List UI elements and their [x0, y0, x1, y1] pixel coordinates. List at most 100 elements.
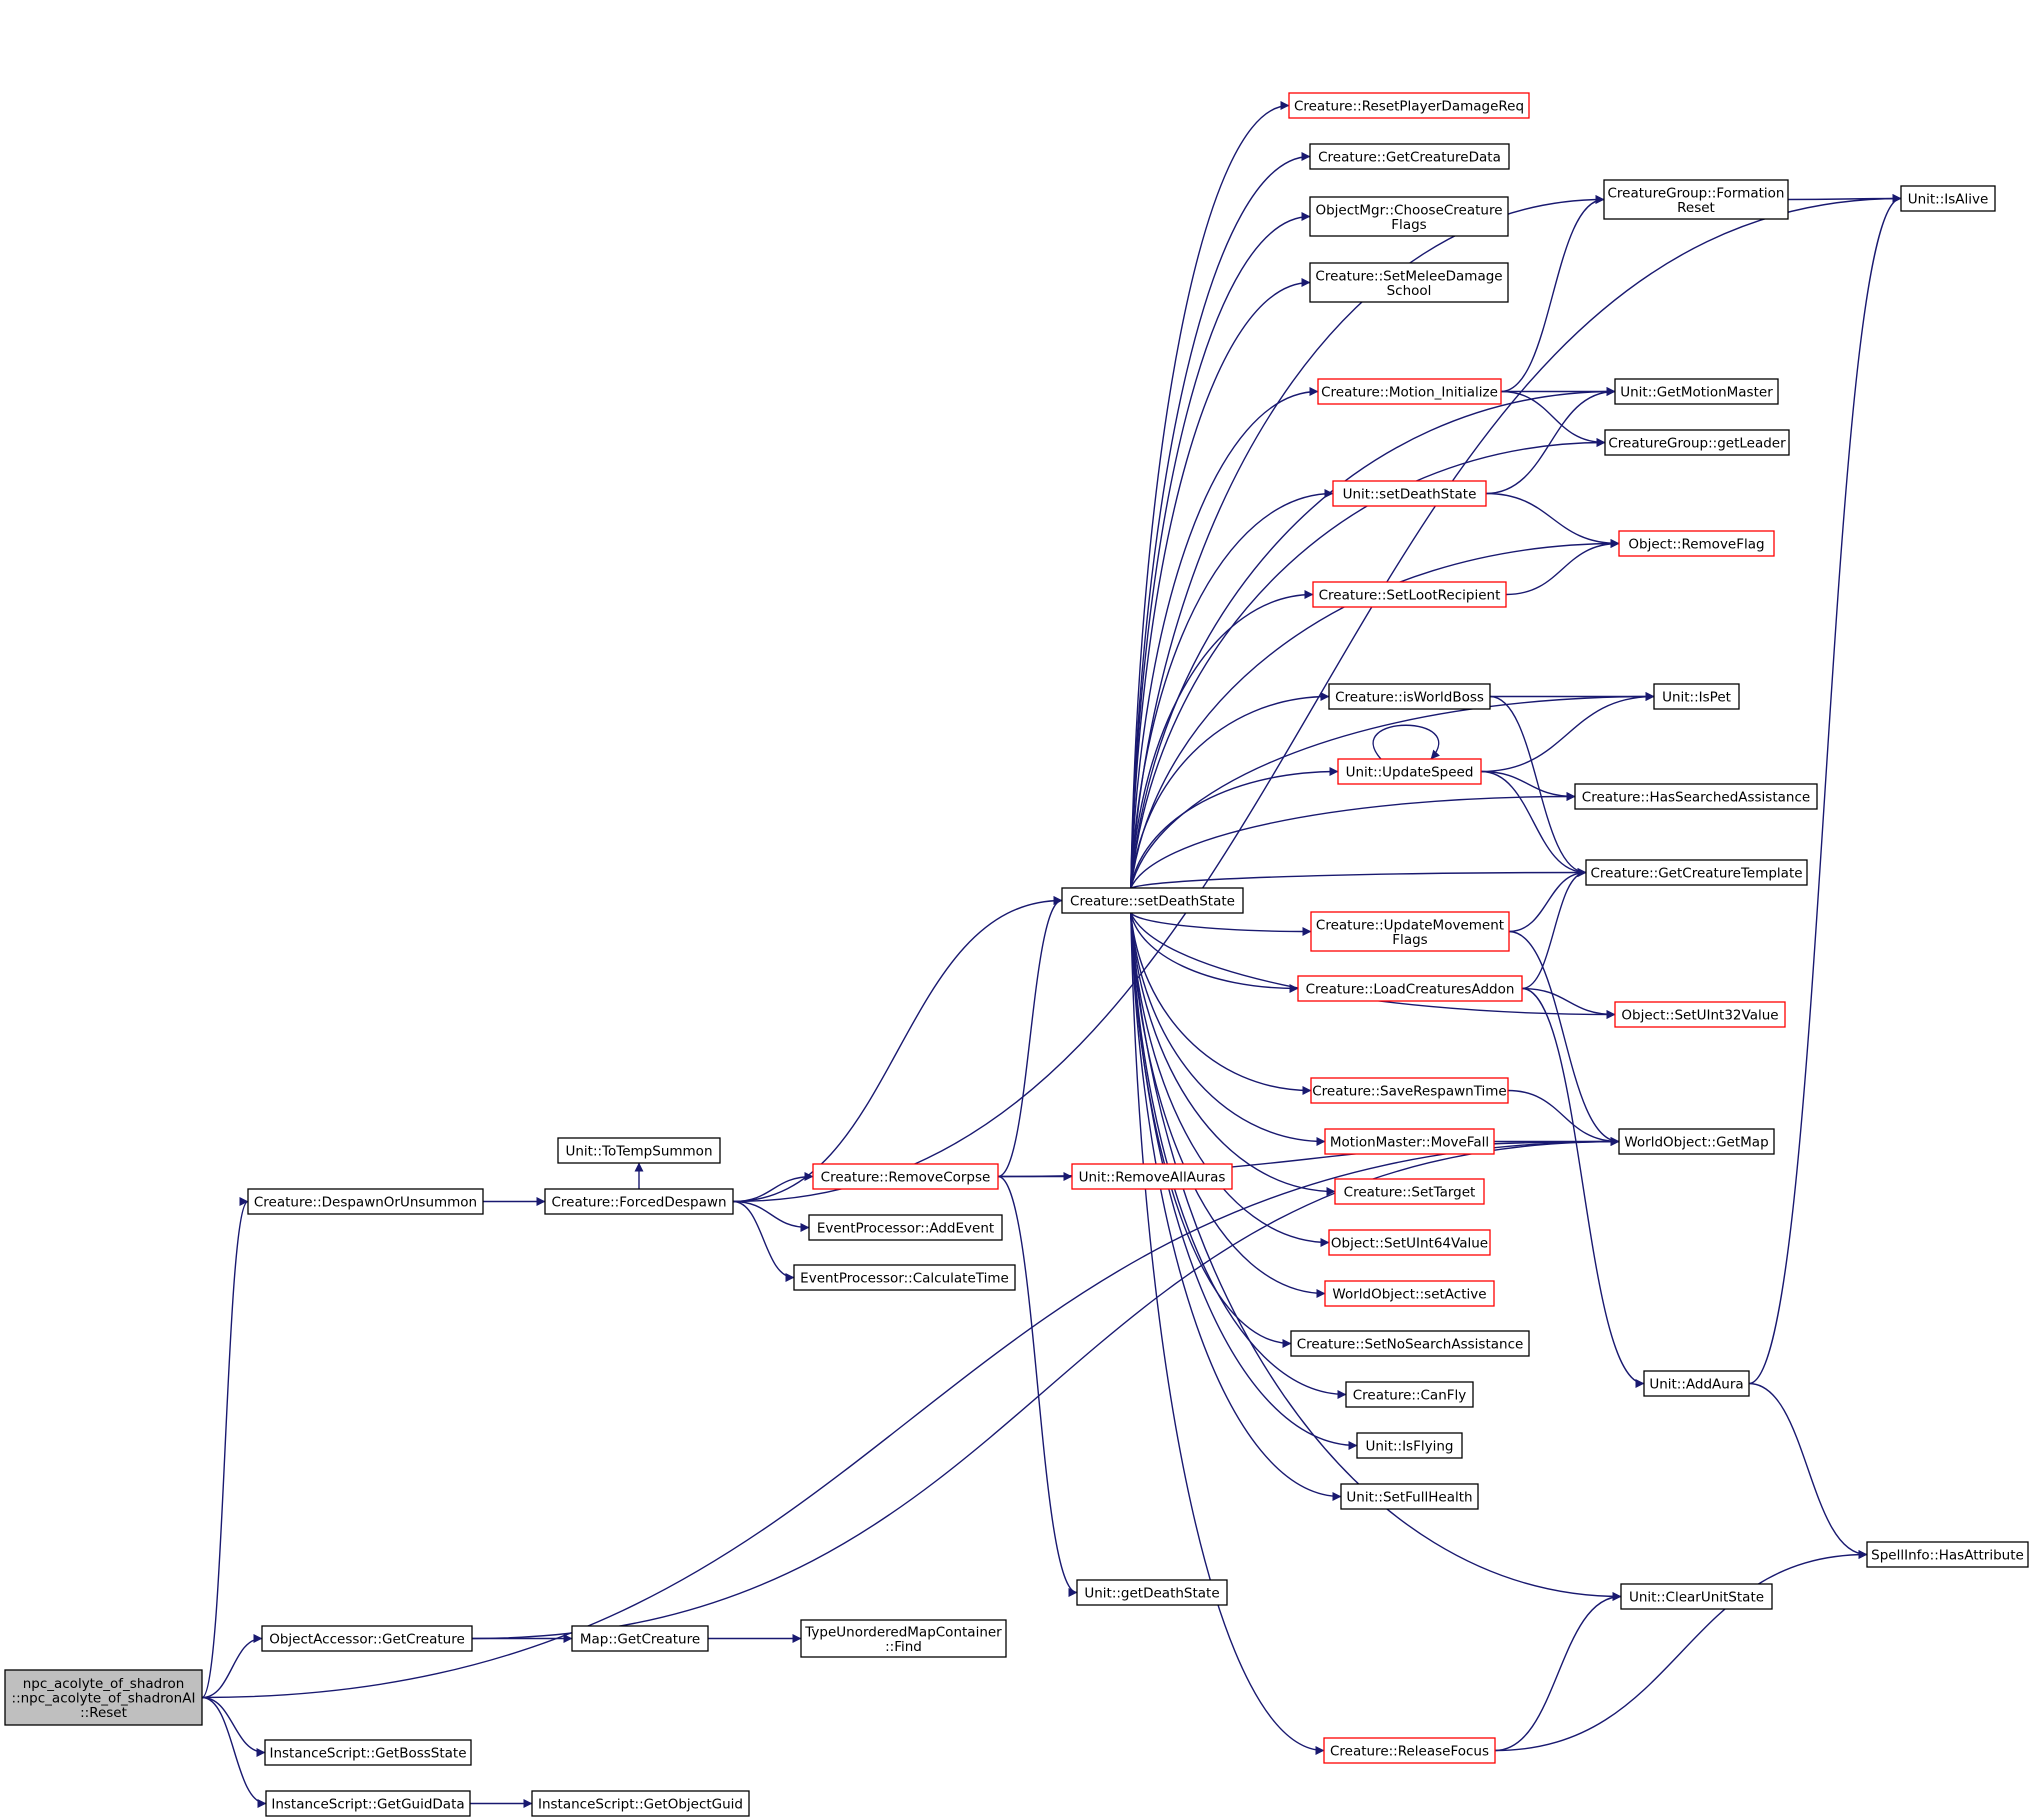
- node-box-releasefocus[interactable]: [1323, 1737, 1496, 1764]
- node-box-setuint32[interactable]: [1614, 1001, 1786, 1028]
- node-box-typefind[interactable]: [800, 1619, 1007, 1658]
- node-box-removeallauras[interactable]: [1071, 1163, 1233, 1190]
- node-getguiddata[interactable]: InstanceScript::GetGuidData: [265, 1790, 471, 1817]
- node-box-formationreset[interactable]: [1603, 179, 1789, 220]
- node-box-calctime[interactable]: [793, 1264, 1016, 1291]
- node-saverespawn[interactable]: Creature::SaveRespawnTime: [1310, 1077, 1509, 1104]
- node-despawn[interactable]: Creature::DespawnOrUnsummon: [247, 1188, 484, 1215]
- node-box-settarget[interactable]: [1334, 1178, 1485, 1205]
- node-setuint64[interactable]: Object::SetUInt64Value: [1328, 1229, 1491, 1256]
- node-removeflag[interactable]: Object::RemoveFlag: [1618, 530, 1775, 557]
- node-box-choosecreature[interactable]: [1309, 196, 1509, 237]
- node-loadaddon[interactable]: Creature::LoadCreaturesAddon: [1297, 975, 1523, 1002]
- node-box-canfly[interactable]: [1345, 1381, 1474, 1408]
- node-getobjectguid[interactable]: InstanceScript::GetObjectGuid: [531, 1790, 750, 1817]
- node-box-clearunitstate[interactable]: [1620, 1583, 1773, 1610]
- node-getbossstate[interactable]: InstanceScript::GetBossState: [264, 1739, 472, 1766]
- node-box-saverespawn[interactable]: [1310, 1077, 1509, 1104]
- node-box-getobjectguid[interactable]: [531, 1790, 750, 1817]
- node-box-getcreaturetemplate[interactable]: [1585, 859, 1808, 886]
- node-setuint32[interactable]: Object::SetUInt32Value: [1614, 1001, 1786, 1028]
- node-box-getbossstate[interactable]: [264, 1739, 472, 1766]
- node-objaccessor[interactable]: ObjectAccessor::GetCreature: [261, 1625, 473, 1652]
- node-settarget[interactable]: Creature::SetTarget: [1334, 1178, 1485, 1205]
- node-clearunitstate[interactable]: Unit::ClearUnitState: [1620, 1583, 1773, 1610]
- node-addaura[interactable]: Unit::AddAura: [1643, 1370, 1750, 1397]
- node-calctime[interactable]: EventProcessor::CalculateTime: [793, 1264, 1016, 1291]
- node-box-getdeathstate[interactable]: [1076, 1579, 1228, 1606]
- node-motioninit[interactable]: Creature::Motion_Initialize: [1317, 378, 1502, 405]
- node-typefind[interactable]: TypeUnorderedMapContainer::Find: [800, 1619, 1007, 1658]
- node-movefall[interactable]: MotionMaster::MoveFall: [1324, 1128, 1495, 1155]
- node-box-updatespeed[interactable]: [1337, 758, 1482, 785]
- node-mapgetcreature[interactable]: Map::GetCreature: [571, 1625, 709, 1652]
- node-setactive[interactable]: WorldObject::setActive: [1324, 1280, 1495, 1307]
- node-box-addaura[interactable]: [1643, 1370, 1750, 1397]
- node-canfly[interactable]: Creature::CanFly: [1345, 1381, 1474, 1408]
- node-getleader[interactable]: CreatureGroup::getLeader: [1604, 429, 1790, 456]
- node-box-setnosearch[interactable]: [1290, 1330, 1530, 1357]
- node-box-setactive[interactable]: [1324, 1280, 1495, 1307]
- node-box-removecorpse[interactable]: [812, 1163, 999, 1190]
- node-box-setmelee[interactable]: [1309, 262, 1509, 303]
- node-box-getmotionmaster[interactable]: [1614, 378, 1779, 405]
- node-releasefocus[interactable]: Creature::ReleaseFocus: [1323, 1737, 1496, 1764]
- node-box-resetplayer[interactable]: [1288, 92, 1530, 119]
- node-box-getmap[interactable]: [1618, 1128, 1775, 1155]
- node-getcreaturetemplate[interactable]: Creature::GetCreatureTemplate: [1585, 859, 1808, 886]
- node-box-unitsetdeath[interactable]: [1332, 480, 1487, 507]
- node-hasattribute[interactable]: SpellInfo::HasAttribute: [1866, 1541, 2029, 1568]
- node-box-isalive[interactable]: [1900, 185, 1996, 212]
- node-box-hassearched[interactable]: [1574, 783, 1818, 810]
- node-box-setfullhealth[interactable]: [1340, 1483, 1479, 1510]
- node-box-setloot[interactable]: [1312, 581, 1507, 608]
- node-box-ispet[interactable]: [1653, 683, 1740, 710]
- node-box-isflying[interactable]: [1356, 1432, 1463, 1459]
- node-box-getcreaturedata[interactable]: [1309, 143, 1510, 170]
- node-box-totemp[interactable]: [557, 1137, 721, 1164]
- node-setfullhealth[interactable]: Unit::SetFullHealth: [1340, 1483, 1479, 1510]
- node-isflying[interactable]: Unit::IsFlying: [1356, 1432, 1463, 1459]
- node-getdeathstate[interactable]: Unit::getDeathState: [1076, 1579, 1228, 1606]
- node-setdeathstate[interactable]: Creature::setDeathState: [1061, 887, 1244, 914]
- node-removeallauras[interactable]: Unit::RemoveAllAuras: [1071, 1163, 1233, 1190]
- node-forced[interactable]: Creature::ForcedDespawn: [544, 1188, 734, 1215]
- node-box-movefall[interactable]: [1324, 1128, 1495, 1155]
- node-addevent[interactable]: EventProcessor::AddEvent: [808, 1214, 1003, 1241]
- node-box-updatemove[interactable]: [1310, 911, 1510, 952]
- node-getmotionmaster[interactable]: Unit::GetMotionMaster: [1614, 378, 1779, 405]
- node-ispet[interactable]: Unit::IsPet: [1653, 683, 1740, 710]
- node-isalive[interactable]: Unit::IsAlive: [1900, 185, 1996, 212]
- node-box-objaccessor[interactable]: [261, 1625, 473, 1652]
- node-box-addevent[interactable]: [808, 1214, 1003, 1241]
- node-box-loadaddon[interactable]: [1297, 975, 1523, 1002]
- node-box-getleader[interactable]: [1604, 429, 1790, 456]
- node-box-setdeathstate[interactable]: [1061, 887, 1244, 914]
- node-box-setuint64[interactable]: [1328, 1229, 1491, 1256]
- node-box-despawn[interactable]: [247, 1188, 484, 1215]
- node-hassearched[interactable]: Creature::HasSearchedAssistance: [1574, 783, 1818, 810]
- node-box-isworldboss[interactable]: [1328, 683, 1491, 710]
- node-root[interactable]: npc_acolyte_of_shadron::npc_acolyte_of_s…: [4, 1669, 203, 1726]
- node-resetplayer[interactable]: Creature::ResetPlayerDamageReq: [1288, 92, 1530, 119]
- node-box-mapgetcreature[interactable]: [571, 1625, 709, 1652]
- node-totemp[interactable]: Unit::ToTempSummon: [557, 1137, 721, 1164]
- node-setnosearch[interactable]: Creature::SetNoSearchAssistance: [1290, 1330, 1530, 1357]
- node-isworldboss[interactable]: Creature::isWorldBoss: [1328, 683, 1491, 710]
- node-unitsetdeath[interactable]: Unit::setDeathState: [1332, 480, 1487, 507]
- node-getmap[interactable]: WorldObject::GetMap: [1618, 1128, 1775, 1155]
- node-box-motioninit[interactable]: [1317, 378, 1502, 405]
- node-box-forced[interactable]: [544, 1188, 734, 1215]
- node-box-getguiddata[interactable]: [265, 1790, 471, 1817]
- node-getcreaturedata[interactable]: Creature::GetCreatureData: [1309, 143, 1510, 170]
- node-box-removeflag[interactable]: [1618, 530, 1775, 557]
- node-setloot[interactable]: Creature::SetLootRecipient: [1312, 581, 1507, 608]
- node-box-hasattribute[interactable]: [1866, 1541, 2029, 1568]
- node-box-root[interactable]: [4, 1669, 203, 1726]
- node-removecorpse[interactable]: Creature::RemoveCorpse: [812, 1163, 999, 1190]
- node-updatespeed[interactable]: Unit::UpdateSpeed: [1337, 758, 1482, 785]
